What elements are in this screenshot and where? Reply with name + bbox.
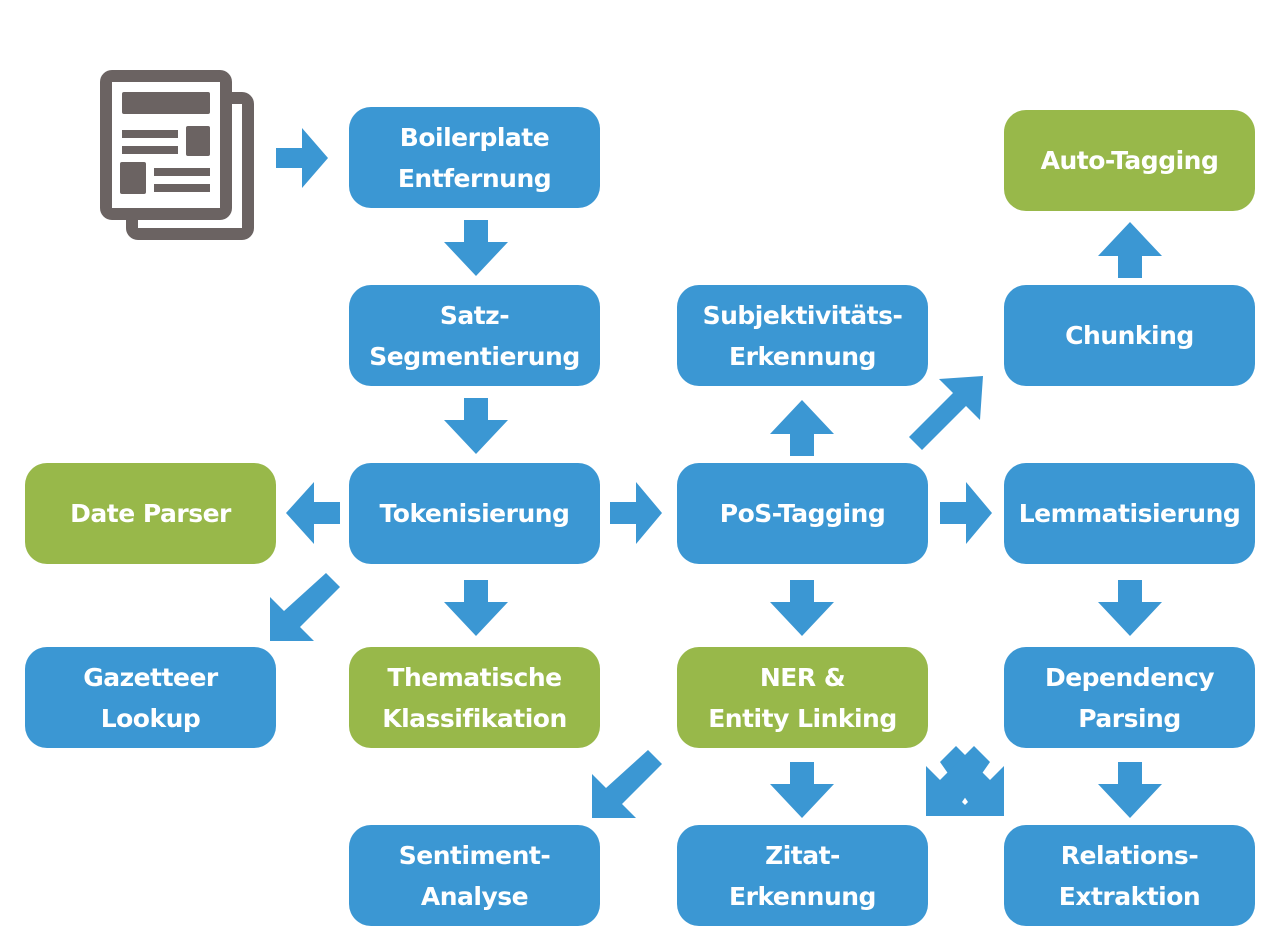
arrow-tokenisierung-to-gazetteer [270, 573, 340, 641]
arrow-dependency-to-zitat [926, 746, 990, 816]
node-label: Extraktion [1058, 881, 1201, 911]
arrow-ner-to-zitat [770, 762, 834, 818]
node-label: Relations- [1060, 840, 1199, 870]
arrow-tokenisierung-to-thematische [444, 580, 508, 636]
node-label: Auto-Tagging [1040, 146, 1219, 175]
arrow-tokenisierung-to-pos [610, 482, 662, 544]
node-label: Boilerplate [399, 122, 550, 152]
node-gazetteer-lookup: Gazetteer Lookup [25, 647, 276, 748]
node-boilerplate: Boilerplate Entfernung [349, 107, 600, 208]
node-label: Lookup [100, 703, 201, 733]
node-thematische-klassifikation: Thematische Klassifikation [349, 647, 600, 748]
node-label: Chunking [1065, 321, 1194, 350]
node-label: Sentiment- [398, 840, 551, 870]
node-lemmatisierung: Lemmatisierung [1004, 463, 1255, 564]
node-label: Date Parser [70, 499, 231, 528]
node-label: NER & [759, 662, 846, 692]
node-label: Tokenisierung [379, 499, 570, 528]
node-label: Entfernung [397, 163, 552, 193]
node-satz-segmentierung: Satz- Segmentierung [349, 285, 600, 386]
node-label: Erkennung [729, 881, 876, 911]
node-label: Segmentierung [369, 341, 580, 371]
node-label: PoS-Tagging [719, 499, 886, 528]
node-label: Thematische [387, 662, 562, 692]
arrow-pos-to-chunking [909, 376, 983, 450]
arrow-pos-to-subjektivitaet [770, 400, 834, 456]
node-label: Parsing [1078, 703, 1181, 733]
arrow-chunking-to-auto-tagging [1098, 222, 1162, 278]
arrow-ner-to-sentiment [592, 750, 662, 818]
node-label: Dependency [1044, 662, 1215, 692]
node-ner-entity-linking: NER & Entity Linking [677, 647, 928, 748]
node-sentiment-analyse: Sentiment- Analyse [349, 825, 600, 926]
arrow-boilerplate-to-satz [444, 220, 508, 276]
node-label: Erkennung [729, 341, 876, 371]
arrow-lemmatisierung-to-dependency [1098, 580, 1162, 636]
node-date-parser: Date Parser [25, 463, 276, 564]
node-relations-extraktion: Relations- Extraktion [1004, 825, 1255, 926]
arrow-pos-to-ner [770, 580, 834, 636]
newspaper-documents-icon [100, 70, 254, 240]
arrow-dependency-to-relations [1098, 762, 1162, 818]
node-chunking: Chunking [1004, 285, 1255, 386]
node-label: Entity Linking [708, 703, 897, 733]
node-label: Analyse [420, 881, 529, 911]
arrow-source-to-boilerplate [276, 128, 328, 188]
node-label: Satz- [439, 300, 510, 330]
node-label: Subjektivitäts- [702, 300, 903, 330]
node-tokenisierung: Tokenisierung [349, 463, 600, 564]
node-dependency-parsing: Dependency Parsing [1004, 647, 1255, 748]
node-pos-tagging: PoS-Tagging [677, 463, 928, 564]
node-label: Lemmatisierung [1018, 499, 1241, 528]
node-label: Zitat- [765, 840, 840, 870]
arrow-pos-to-lemmatisierung [940, 482, 992, 544]
arrow-tokenisierung-to-date-parser [286, 482, 340, 544]
node-label: Gazetteer [83, 662, 218, 692]
node-label: Klassifikation [382, 703, 567, 733]
node-zitat-erkennung: Zitat- Erkennung [677, 825, 928, 926]
node-subjektivitaets-erkennung: Subjektivitäts- Erkennung [677, 285, 928, 386]
node-auto-tagging: Auto-Tagging [1004, 110, 1255, 211]
arrow-satz-to-tokenisierung [444, 398, 508, 454]
